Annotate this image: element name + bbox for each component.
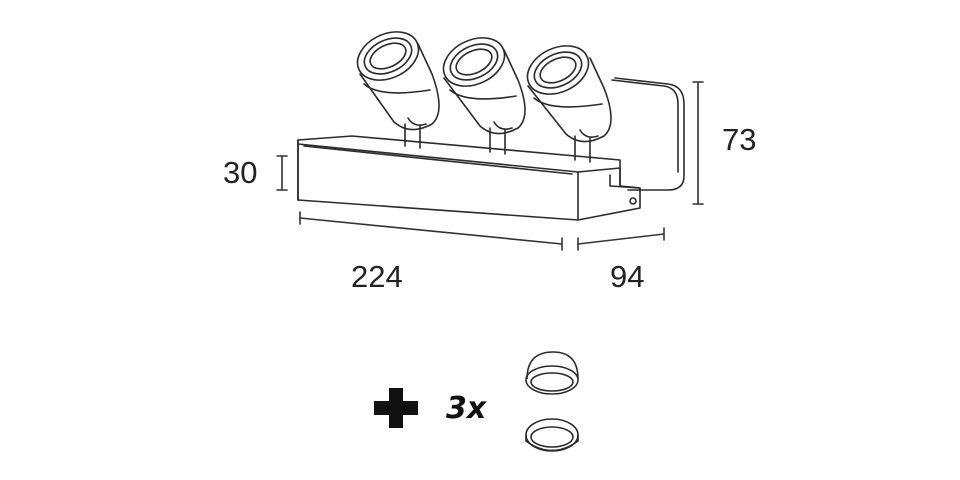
plus-icon [374, 388, 418, 428]
accessory-quantity-label: 3x [446, 391, 487, 426]
dimension-line-width [299, 211, 563, 251]
dimension-line-total-height [692, 81, 704, 205]
dimension-label-depth: 94 [610, 259, 645, 294]
dimension-label-total-height: 73 [722, 122, 757, 157]
dimension-label-width: 224 [351, 259, 403, 294]
spotlight-2 [442, 37, 526, 135]
base-housing [297, 135, 641, 221]
reflector-accessory [525, 351, 579, 452]
back-plate [611, 77, 685, 191]
spotlight-1 [356, 31, 440, 131]
dimension-label-front-height: 30 [223, 155, 258, 190]
dimension-line-front-height [276, 155, 288, 191]
dimension-line-depth [577, 227, 665, 251]
spotlight-3 [526, 45, 612, 143]
